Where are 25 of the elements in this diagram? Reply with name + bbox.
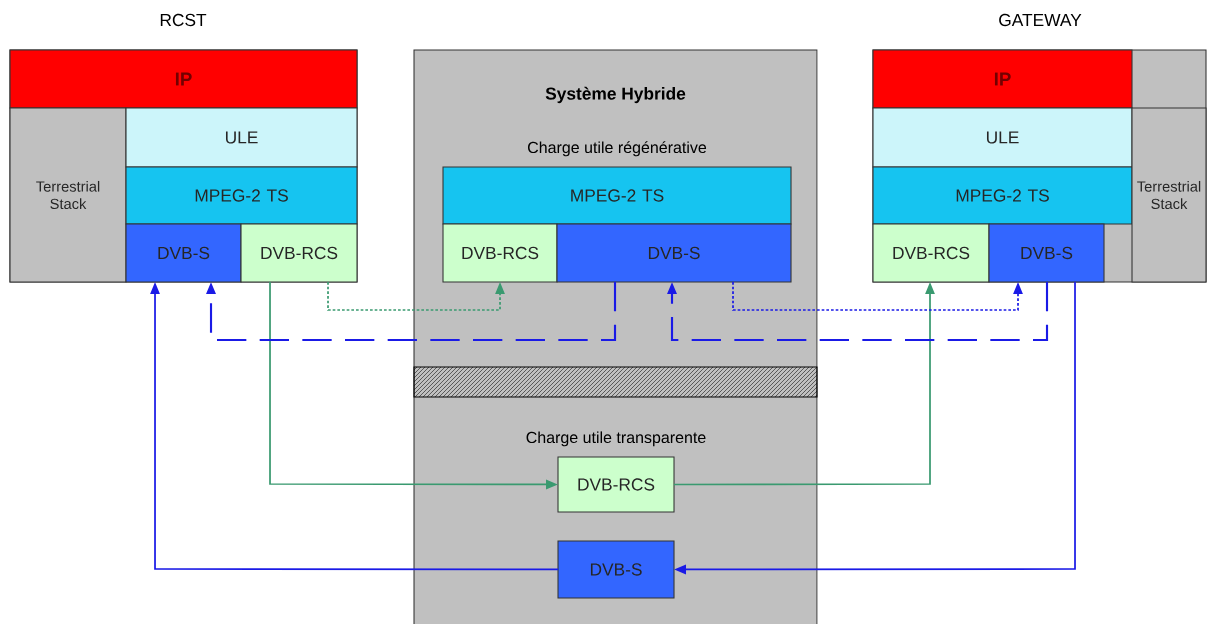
arrow [206, 282, 617, 342]
payload-label: Charge utile transparente [526, 431, 706, 447]
layer-box: Terrestrial Stack [9, 107, 127, 283]
layer-box: DVB-S [556, 223, 792, 283]
node-label: GATEWAY [999, 13, 1082, 27]
layer-box: ULE [125, 107, 358, 168]
node-label: RCST [160, 13, 207, 27]
layer-box: MPEG-2 TS [125, 166, 358, 225]
arrow [732, 281, 1023, 311]
layer-box: Terrestrial Stack [1131, 107, 1207, 283]
layer-box: DVB-S [125, 223, 242, 283]
layer-box: DVB-RCS [557, 456, 675, 513]
layer-box: IP [872, 49, 1133, 109]
arrow [667, 282, 1049, 342]
layer-box: ULE [872, 107, 1133, 168]
layer-box: DVB-RCS [240, 223, 358, 283]
layer-box: DVB-S [557, 540, 675, 599]
payload-label: Charge utile régénérative [528, 141, 707, 157]
layer-box: DVB-RCS [442, 223, 558, 283]
layer-box: DVB-S [988, 223, 1105, 283]
arrow [327, 281, 505, 311]
layer-box: IP [9, 49, 358, 109]
layer-box: MPEG-2 TS [442, 166, 792, 225]
layer-box: MPEG-2 TS [872, 166, 1133, 225]
layer-box: DVB-RCS [872, 223, 990, 283]
